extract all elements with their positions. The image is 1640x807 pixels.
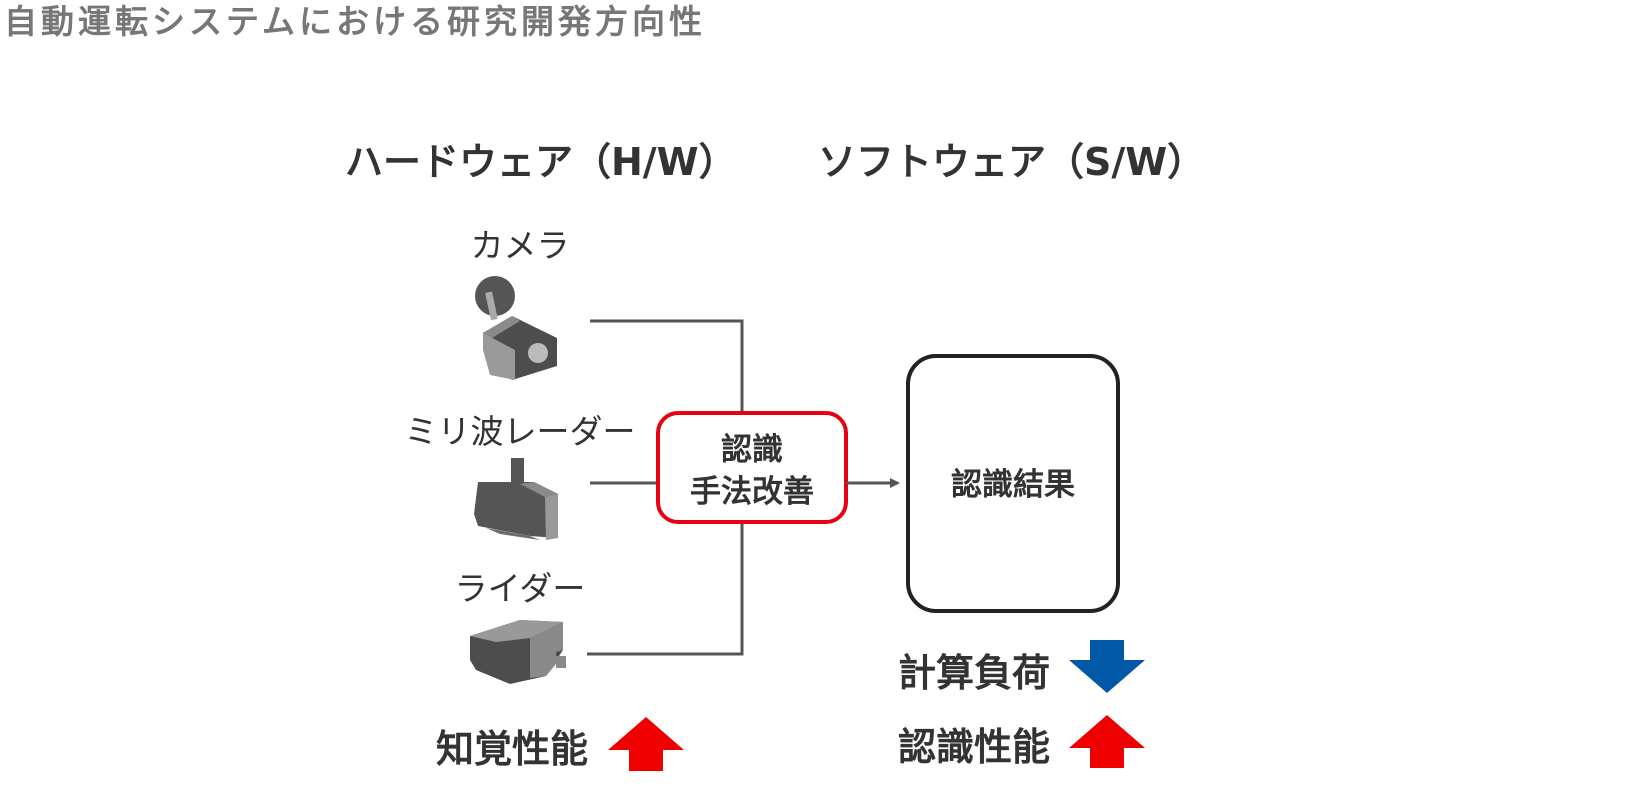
metric-label-compute-load: 計算負荷: [898, 651, 1050, 695]
sensor-label-lidar: ライダー: [455, 569, 586, 608]
sensor-label-camera: カメラ: [471, 226, 570, 265]
camera-icon: [475, 276, 557, 380]
sensor-label-radar: ミリ波レーダー: [405, 412, 636, 451]
software-heading: ソフトウェア（S/W）: [818, 140, 1205, 184]
metric-label-recognition-performance: 認識性能: [898, 725, 1050, 769]
hardware-heading: ハードウェア（H/W）: [345, 140, 737, 184]
page-title: 自動運転システムにおける研究開発方向性: [4, 2, 707, 41]
arrow-up-icon: [1069, 715, 1145, 768]
lidar-icon: [470, 620, 566, 684]
result-box: 認識結果: [906, 354, 1120, 613]
metric-label-perception-performance: 知覚性能: [436, 727, 588, 771]
arrow-down-icon: [1069, 640, 1145, 693]
method-box-border: [656, 411, 848, 524]
arrow-up-icon: [608, 717, 684, 771]
method-box: 認識 手法改善: [656, 411, 848, 524]
result-box-label: 認識結果: [951, 467, 1075, 503]
method-box-line1: 認識: [721, 432, 783, 468]
method-box-line2: 手法改善: [690, 474, 814, 510]
radar-icon: [474, 458, 558, 540]
connector-lines: [587, 319, 744, 656]
result-box-border: [906, 354, 1120, 613]
